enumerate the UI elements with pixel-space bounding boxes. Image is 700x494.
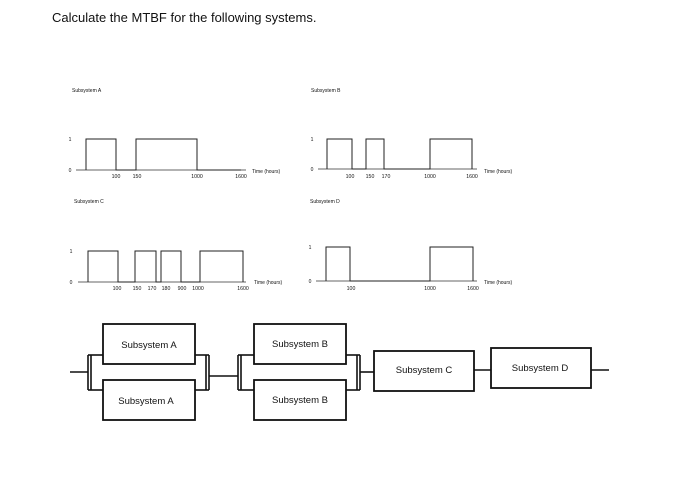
subsystem-d-tick-1600: 1600 [467,286,479,292]
block-subsystem-a-bottom [102,379,196,421]
subsystem-c-tick-180: 180 [162,286,171,292]
subsystem-d-time-label: Time (hours) [484,280,512,286]
label-subsystem-b-top: Subsystem B [272,339,328,350]
block-subsystem-d [490,347,592,389]
subsystem-a-state-waveform [85,138,241,171]
subsystem-c-title: Subsystem C [74,199,104,205]
subsystem-b-title: Subsystem B [311,88,341,94]
subsystem-c-tick-1000: 1000 [192,286,204,292]
subsystem-b-tick-1600: 1600 [466,174,478,180]
label-subsystem-a-bottom: Subsystem A [118,396,174,407]
block-subsystem-a-top [102,323,196,365]
subsystem-a-title: Subsystem A [72,88,102,94]
subsystem-b-tick-1000: 1000 [424,174,436,180]
label-subsystem-c: Subsystem C [396,365,453,376]
block-subsystem-b-top [253,323,347,365]
subsystem-c-y-label-1: 1 [70,249,73,255]
subsystem-c-y-label-0: 0 [70,280,73,286]
subsystem-a-y-label-0: 0 [69,168,72,174]
subsystem-c-tick-100: 100 [113,286,122,292]
subsystem-d-tick-100: 100 [347,286,356,292]
subsystem-b-y-label-1: 1 [311,137,314,143]
subsystem-b-timing-chart: Subsystem B 0 1 100 150 170 1000 1600 Time (hour… [311,88,513,180]
subsystem-b-tick-100: 100 [346,174,355,180]
label-subsystem-b-bottom: Subsystem B [272,395,328,406]
subsystem-b-tick-170: 170 [382,174,391,180]
subsystem-c-time-label: Time (hours) [254,280,282,286]
subsystem-d-title: Subsystem D [310,199,340,205]
subsystem-c-tick-1600: 1600 [237,286,249,292]
subsystem-a-tick-100: 100 [112,174,121,180]
subsystem-a-time-label: Time (hours) [252,169,280,175]
subsystem-b-state-waveform [326,138,473,170]
subsystem-c-tick-900: 900 [178,286,187,292]
reliability-block-diagram [70,323,609,421]
subsystem-c-tick-150: 150 [133,286,142,292]
subsystem-b-y-label-0: 0 [311,167,314,173]
subsystem-d-state-waveform [325,246,474,282]
subsystem-c-tick-170: 170 [148,286,157,292]
subsystem-d-y-label-0: 0 [309,279,312,285]
subsystem-c-timing-chart: Subsystem C 0 1 100 150 170 180 900 1000 1600 Time… [70,199,283,292]
subsystem-a-tick-1600: 1600 [235,174,247,180]
subsystem-d-y-label-1: 1 [309,245,312,251]
subsystem-d-tick-1000: 1000 [424,286,436,292]
subsystem-a-tick-150: 150 [133,174,142,180]
label-subsystem-d: Subsystem D [512,363,569,374]
subsystem-a-y-label-1: 1 [69,137,72,143]
block-subsystem-c [373,350,475,392]
question-text: Calculate the MTBF for the following sys… [52,10,317,25]
subsystem-a-timing-chart: Subsystem A 0 1 100 150 1000 1600 Time (hours) [69,88,281,180]
block-subsystem-b-bottom [253,379,347,421]
subsystem-d-timing-chart: Subsystem D 0 1 100 1000 1600 Time (hours) [309,199,513,292]
subsystem-b-time-label: Time (hours) [484,169,512,175]
subsystem-a-tick-1000: 1000 [191,174,203,180]
subsystem-b-tick-150: 150 [366,174,375,180]
subsystem-c-state-waveform [87,250,244,283]
label-subsystem-a-top: Subsystem A [121,340,177,351]
